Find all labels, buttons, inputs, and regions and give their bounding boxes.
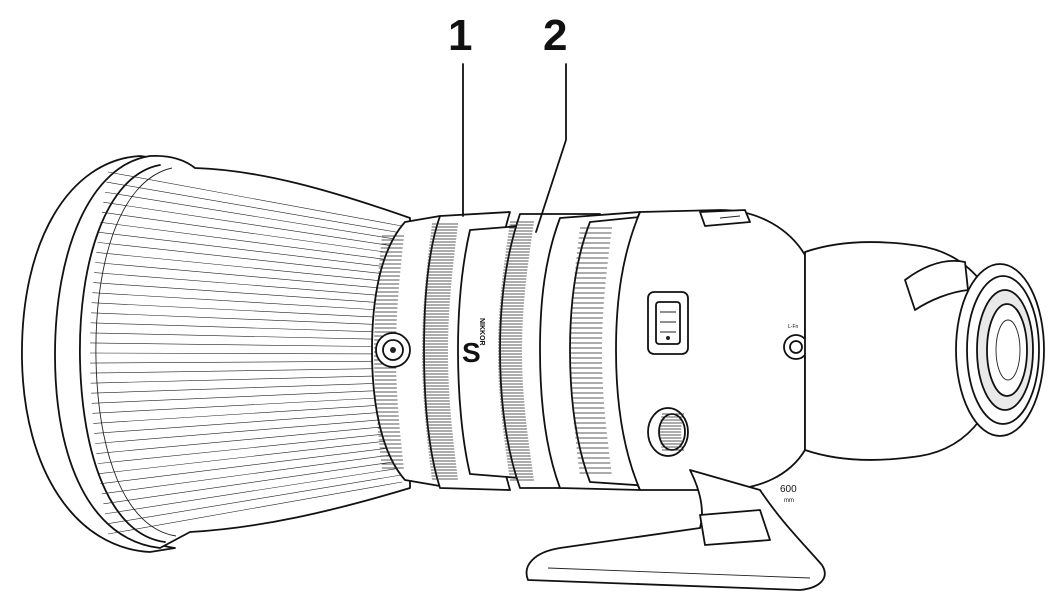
- focal-unit-label: mm: [784, 498, 794, 504]
- lens-body: L-Fn: [615, 209, 809, 491]
- brand-label: NIKKOR: [478, 318, 485, 346]
- tripod-foot: 600 mm: [525, 469, 826, 591]
- knob-grip: [659, 413, 684, 451]
- focus-preset-button[interactable]: [375, 332, 411, 368]
- series-mark-label: S: [462, 337, 481, 368]
- rear-barrel: [804, 241, 981, 461]
- control-ring-grip: [422, 223, 458, 480]
- hood-ribs: [89, 171, 403, 535]
- focus-ring-grip: [498, 221, 534, 481]
- callout-2-label: 2: [543, 11, 568, 60]
- focal-length-label: 600: [780, 484, 797, 495]
- collar-knob[interactable]: [647, 407, 689, 457]
- callout-1-label: 1: [448, 11, 473, 60]
- function-button[interactable]: [647, 291, 689, 355]
- front-ring: [371, 215, 441, 487]
- mid-ring-grip: [570, 227, 612, 474]
- button-label-small: L-Fn: [788, 324, 799, 330]
- lens-hood: [21, 155, 411, 553]
- lens-mount: [955, 263, 1045, 437]
- callout-2-leader: [535, 63, 567, 233]
